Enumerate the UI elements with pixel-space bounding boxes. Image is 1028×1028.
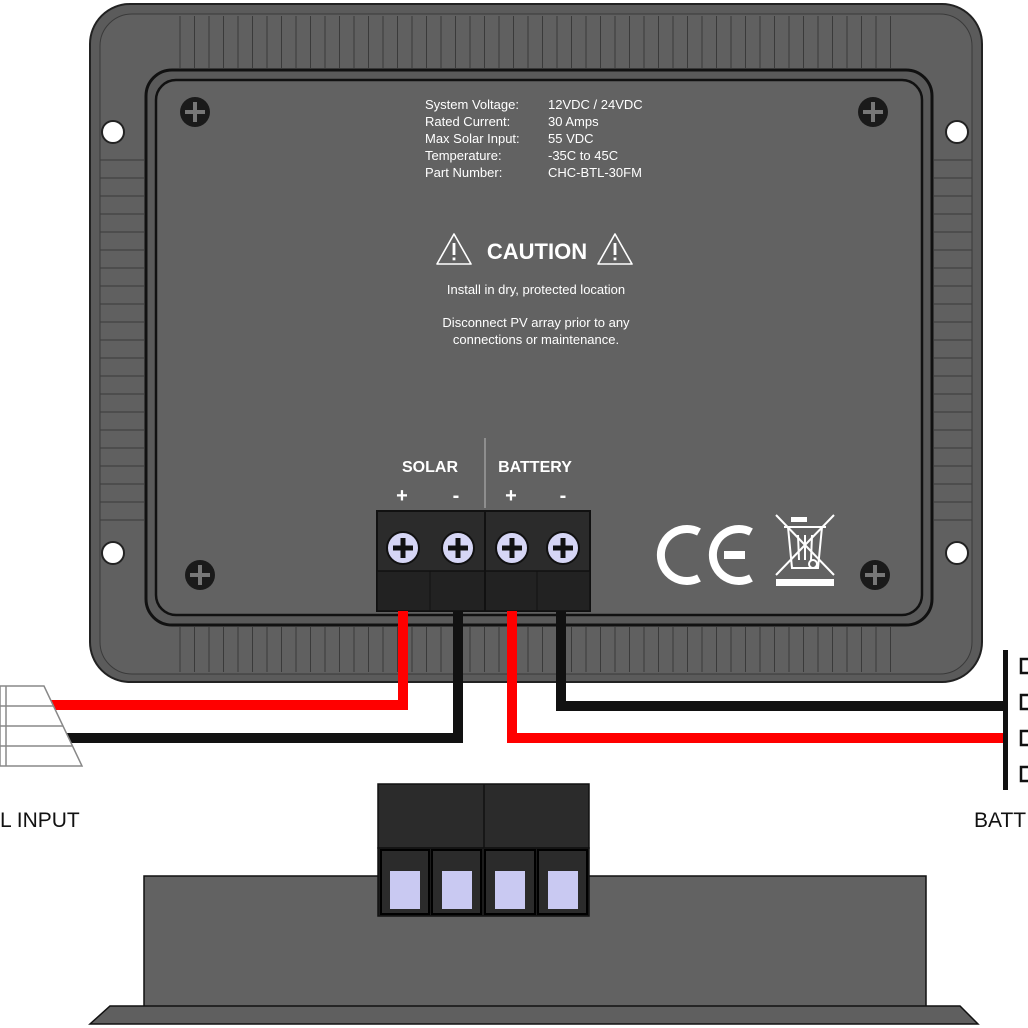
caution-line: Install in dry, protected location [447,282,625,297]
battery-positive-wire [507,611,1005,743]
spec-value: 12VDC / 24VDC [548,97,643,112]
solar-positive-wire [50,611,408,710]
solar-panel-icon [0,685,84,767]
solar-negative-wire [50,611,463,743]
warning-triangle-icon [597,233,633,265]
terminal-labels: SOLAR BATTERY + - + - [396,438,572,508]
plate-screw-top-left [180,97,210,127]
face-plate [144,68,934,627]
caution-line: Disconnect PV array prior to any [442,315,630,330]
solar-input-label: L INPUT [0,809,80,832]
terminal-screw-battery-positive[interactable] [495,531,529,565]
spec-label: Part Number: [425,165,502,180]
battery-negative-wire [556,611,1005,711]
spec-value: CHC-BTL-30FM [548,165,642,180]
caution-block: CAUTION Install in dry, protected locati… [436,233,633,347]
mounting-hole-bottom-right [945,541,969,565]
plate-screw-top-right [858,97,888,127]
solar-plus-label: + [396,485,408,507]
mounting-hole-bottom-left [101,541,125,565]
terminal-screw-solar-negative[interactable] [441,531,475,565]
housing-ribs [100,16,972,672]
terminal-window-4 [537,849,588,915]
solar-label: SOLAR [402,459,458,476]
battery-label: BATTERY [498,459,572,476]
terminal-screw-solar-positive[interactable] [386,531,420,565]
mounting-hole-top-left [101,120,125,144]
spec-label: System Voltage: [425,97,519,112]
spec-label: Rated Current: [425,114,510,129]
terminal-window-2 [431,849,482,915]
battery-label-external: BATT [974,809,1026,832]
battery-icon [1003,650,1028,790]
terminal-window-1 [380,849,430,915]
warning-triangle-icon [436,233,472,265]
wiring [50,611,1005,743]
mounting-hole-top-right [945,120,969,144]
terminal-screw-battery-negative[interactable] [546,531,580,565]
crossed-out-wheelie-bin-icon [775,514,835,586]
caution-title: CAUTION [487,239,587,264]
plate-screw-bottom-left [185,560,215,590]
battery-minus-label: - [560,485,567,507]
ce-mark-icon [656,525,753,585]
spec-value: 55 VDC [548,131,594,146]
spec-label: Temperature: [425,148,502,163]
spec-table: System Voltage: 12VDC / 24VDC Rated Curr… [425,97,643,180]
battery-plus-label: + [505,485,517,507]
caution-line: connections or maintenance. [453,332,619,347]
solar-minus-label: - [453,485,460,507]
spec-label: Max Solar Input: [425,131,520,146]
spec-value: -35C to 45C [548,148,618,163]
spec-value: 30 Amps [548,114,599,129]
plate-screw-bottom-right [860,560,890,590]
terminal-window-3 [484,849,536,915]
